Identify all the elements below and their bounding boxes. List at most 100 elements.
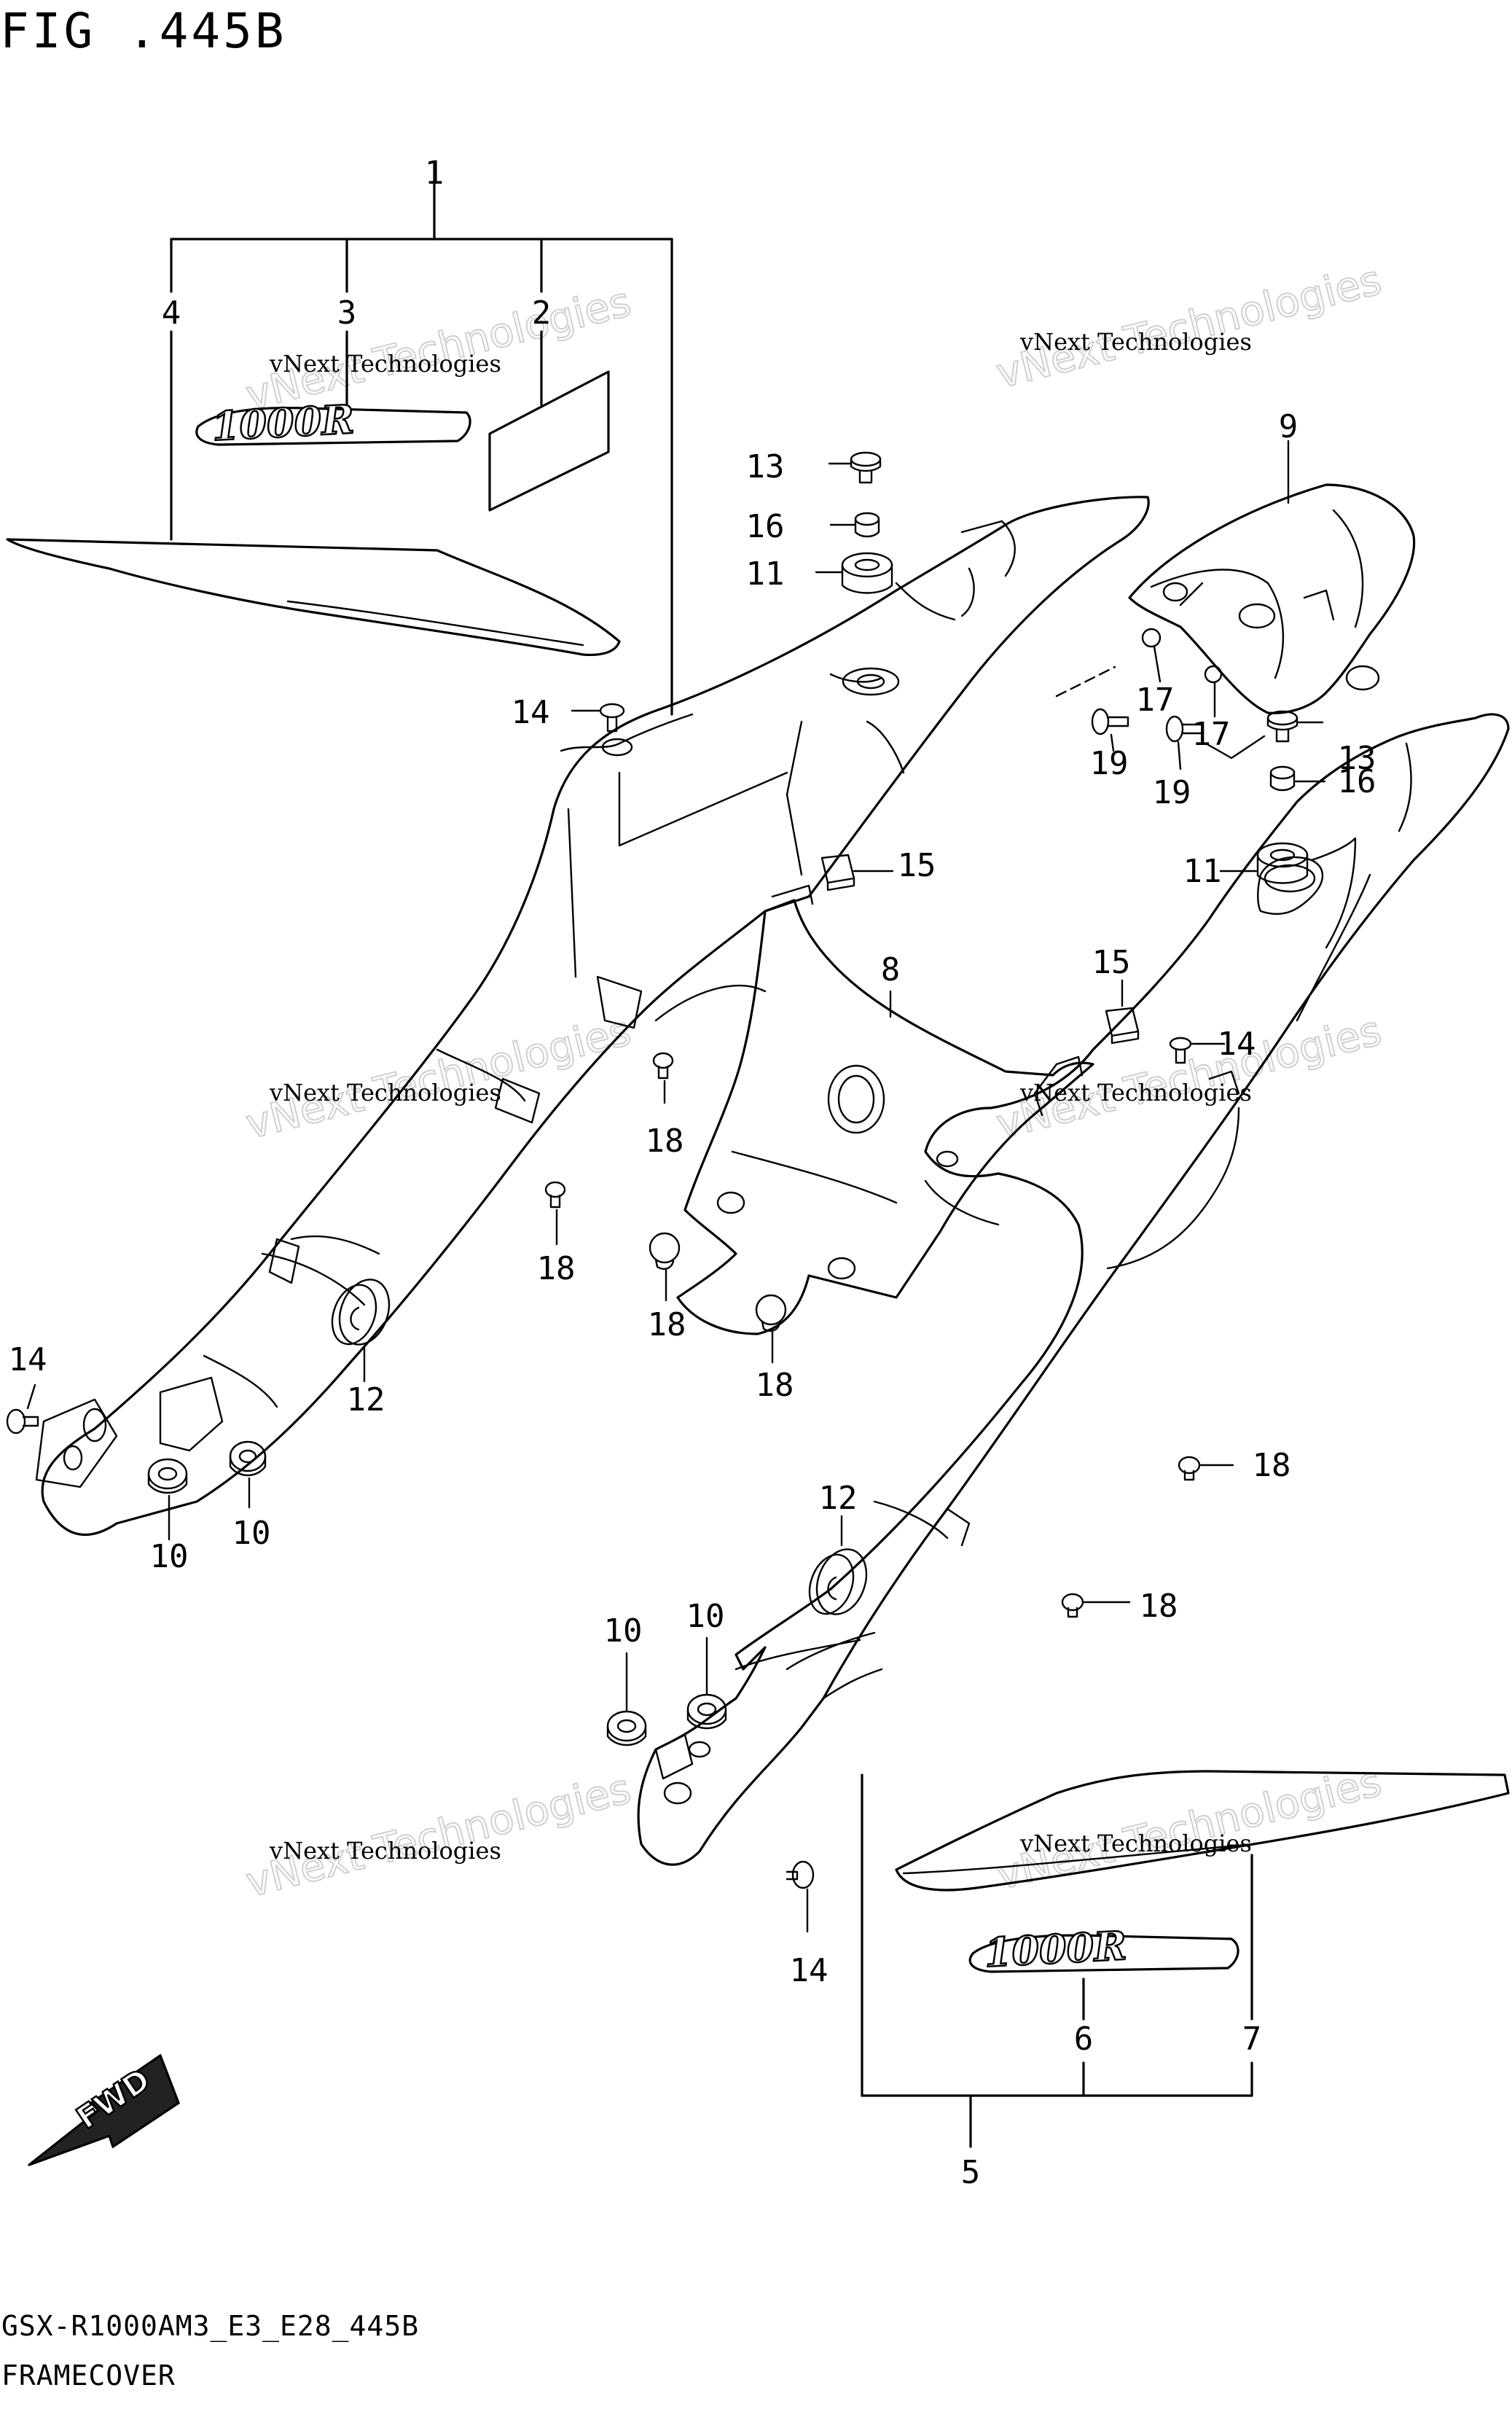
- callout-14: 14: [512, 694, 550, 731]
- part-10-b: [229, 1440, 267, 1509]
- part-18-a: [652, 1052, 674, 1104]
- item-9-seat-cowl: [1128, 483, 1416, 714]
- watermark-5: vNext Technologies vNext Technologies: [240, 1765, 636, 1908]
- part-18-c: [649, 1232, 681, 1302]
- callout-16: 16: [1338, 763, 1376, 800]
- part-14-left: [6, 1383, 39, 1435]
- callout-19: 19: [1090, 745, 1129, 782]
- callout-14: 14: [790, 1952, 829, 1989]
- part-15-left: [820, 854, 894, 891]
- callouts: 1 2 3 4 5 6 7 8 9 10 10 10 10 11 11 12 1…: [9, 155, 1376, 2191]
- item-8-center-panel: [676, 884, 1094, 1335]
- part-14-upper: [571, 703, 625, 733]
- callout-8: 8: [881, 951, 901, 988]
- callout-14: 14: [9, 1341, 47, 1378]
- watermark-large-text: vNext Technologies: [241, 1007, 635, 1149]
- item-4-side-stripe: [6, 538, 621, 657]
- item-2-label-sheet: [488, 370, 610, 512]
- part-18-e: [1178, 1456, 1234, 1481]
- callout-15: 15: [898, 847, 936, 884]
- callout-19: 19: [1153, 774, 1191, 811]
- callout-18: 18: [648, 1306, 686, 1343]
- item-7-side-stripe: [895, 1770, 1510, 1892]
- part-16-upper: [829, 512, 880, 538]
- callout-15: 15: [1092, 944, 1131, 981]
- part-10-a: [147, 1458, 188, 1541]
- callout-17: 17: [1136, 682, 1175, 719]
- callout-11: 11: [746, 555, 785, 593]
- part-10-c: [606, 1652, 647, 1746]
- watermark-6: vNext Technologies vNext Technologies: [991, 1757, 1387, 1900]
- watermark-large-text: vNext Technologies: [992, 1007, 1386, 1149]
- fwd-arrow-icon: FWD: [28, 2053, 180, 2166]
- part-13-right: [1266, 710, 1324, 743]
- part-18-b: [544, 1181, 566, 1246]
- bracket-item-1: [170, 163, 673, 716]
- frame-cover-right: [637, 713, 1510, 1866]
- watermark-4: vNext Technologies vNext Technologies: [991, 1007, 1387, 1150]
- callout-18: 18: [1140, 1588, 1178, 1625]
- watermark-2: vNext Technologies vNext Technologies: [991, 256, 1387, 399]
- decal-text-upper: 1000R: [211, 396, 355, 450]
- callout-2: 2: [532, 294, 552, 332]
- item-6-decal: 1000R: [968, 1921, 1239, 1977]
- callout-12: 12: [347, 1381, 385, 1418]
- bracket-item-5: [861, 1773, 1253, 2148]
- callout-12: 12: [819, 1480, 858, 1517]
- watermark-large-text: vNext Technologies: [992, 1758, 1386, 1900]
- callout-6: 6: [1074, 2021, 1094, 2058]
- part-17-a: [1141, 628, 1162, 683]
- watermark-large-text: vNext Technologies: [241, 1765, 635, 1907]
- callout-10: 10: [604, 1612, 643, 1650]
- callout-13: 13: [746, 448, 785, 485]
- hardware-parts: [6, 440, 1326, 1933]
- item-3-decal: 1000R: [195, 395, 471, 450]
- callout-17: 17: [1192, 716, 1231, 753]
- callout-10: 10: [686, 1598, 725, 1635]
- watermark-small-text: vNext Technologies: [269, 1837, 501, 1865]
- watermark-small-text: vNext Technologies: [269, 1079, 501, 1106]
- diagram-code: GSX-R1000AM3_E3_E28_445B: [1, 2310, 420, 2342]
- watermark-group: vNext Technologies vNext Technologies vN…: [240, 256, 1387, 1908]
- watermark-small-text: vNext Technologies: [1019, 328, 1252, 356]
- callout-16: 16: [746, 508, 785, 545]
- part-16-right: [1269, 765, 1326, 792]
- callout-10: 10: [150, 1538, 189, 1575]
- callout-18: 18: [756, 1367, 794, 1404]
- watermark-large-text: vNext Technologies: [992, 257, 1386, 398]
- part-14-bottom: [786, 1860, 815, 1933]
- part-10-d: [686, 1636, 727, 1730]
- part-18-f: [1061, 1593, 1131, 1618]
- callout-13: 13: [1338, 740, 1376, 777]
- part-14-right: [1169, 1037, 1226, 1064]
- watermark-small-text: vNext Technologies: [1019, 1830, 1252, 1857]
- callout-11: 11: [1183, 853, 1222, 890]
- watermark-small-text: vNext Technologies: [1019, 1079, 1252, 1106]
- part-11-upper: [815, 552, 893, 594]
- diagram-name: FRAMECOVER: [1, 2360, 176, 2392]
- callout-5: 5: [961, 2154, 981, 2191]
- decal-text-lower: 1000R: [983, 1922, 1127, 1976]
- part-17-b: [1204, 665, 1223, 718]
- watermark-small-text: vNext Technologies: [269, 350, 501, 378]
- watermark-3: vNext Technologies vNext Technologies: [240, 1007, 636, 1150]
- part-15-right: [1105, 979, 1140, 1045]
- callout-14: 14: [1218, 1026, 1256, 1063]
- callout-3: 3: [337, 294, 357, 332]
- callout-18: 18: [1253, 1447, 1291, 1484]
- callout-7: 7: [1242, 2021, 1262, 2058]
- callout-1: 1: [425, 155, 444, 192]
- part-12-lower: [808, 1515, 868, 1615]
- part-19-a: [1091, 708, 1129, 752]
- figure-title: FIG .445B: [0, 3, 287, 59]
- frame-cover-left: [35, 496, 1150, 1537]
- callout-18: 18: [646, 1123, 684, 1160]
- part-13-upper: [828, 451, 882, 484]
- callout-4: 4: [162, 294, 181, 332]
- part-19-b: [1165, 715, 1204, 770]
- callout-18: 18: [537, 1250, 576, 1287]
- callout-10: 10: [232, 1515, 271, 1552]
- part-11-right: [1219, 842, 1309, 884]
